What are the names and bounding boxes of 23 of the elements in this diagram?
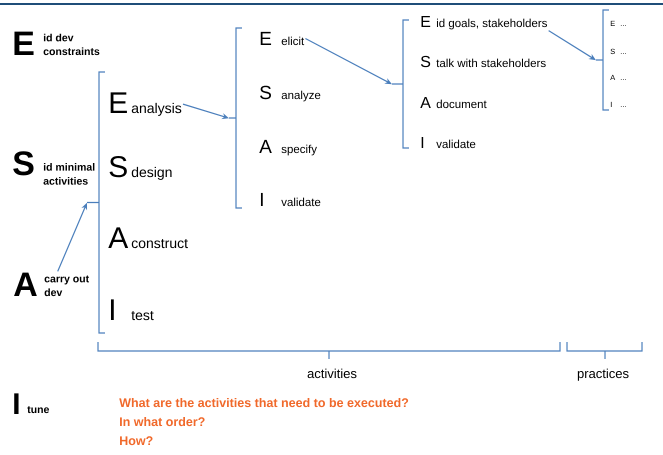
brace-label: activities (308, 368, 356, 378)
step-label: E id goals, stakeholders (422, 16, 547, 30)
activity-label: id minimal activities (44, 163, 94, 185)
step-label: A document (420, 97, 487, 108)
activity-label: id dev constraints (44, 34, 100, 56)
letter-label: S (13, 151, 34, 176)
step-label: A specify (259, 140, 317, 156)
question-text: What are the activities that need to be executed? (119, 398, 408, 408)
letter-label: I (14, 393, 19, 414)
bracket (228, 27, 243, 209)
step-label: I validate (422, 137, 476, 148)
step-label: I test (110, 299, 154, 320)
question-text: How? (120, 436, 152, 446)
step-label: S analyze (260, 86, 320, 102)
brace-label: practices (578, 368, 629, 381)
letter-label: E (14, 32, 34, 55)
bracket (391, 19, 410, 149)
activity-label: tune (27, 406, 49, 414)
step-label: I validate (260, 192, 320, 206)
bracket (595, 9, 610, 111)
step-label: E elicit (260, 32, 304, 46)
step-label: S talk with stakeholders (420, 56, 546, 68)
question-text: In what order? (120, 416, 205, 426)
